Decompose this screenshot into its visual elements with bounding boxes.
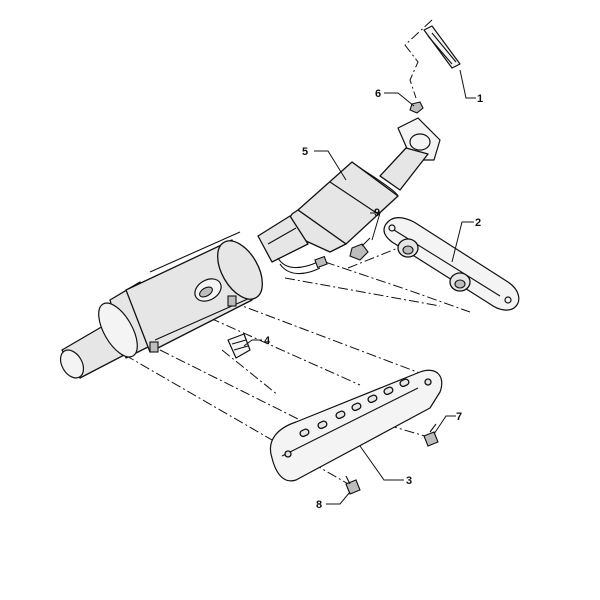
leader-lines: [243, 69, 476, 505]
callout-9: 9: [374, 207, 380, 219]
part-2-bracket: [383, 217, 520, 311]
part-9-bolt: [349, 237, 371, 261]
callout-8: 8: [316, 499, 322, 511]
assembly-lines: [124, 19, 471, 486]
part-7-bolt: [423, 423, 439, 447]
callout-7: 7: [456, 411, 462, 423]
part-3-heat-shield: [269, 369, 443, 482]
part-4-clip: [227, 333, 251, 359]
rear-silencer-body: [59, 231, 263, 379]
part-5-front-pipe: [257, 117, 441, 275]
callout-numbers: 1 2 3 4 5 6 7 8 9: [264, 88, 483, 511]
callout-1: 1: [477, 93, 483, 105]
callout-5: 5: [302, 146, 308, 158]
part-8-bolt: [345, 475, 361, 495]
callout-2: 2: [475, 217, 481, 229]
part-6-nut: [409, 101, 424, 114]
callout-3: 3: [406, 475, 412, 487]
callout-4: 4: [264, 335, 271, 347]
callout-6: 6: [375, 88, 381, 100]
part-1-gasket: [423, 25, 461, 69]
